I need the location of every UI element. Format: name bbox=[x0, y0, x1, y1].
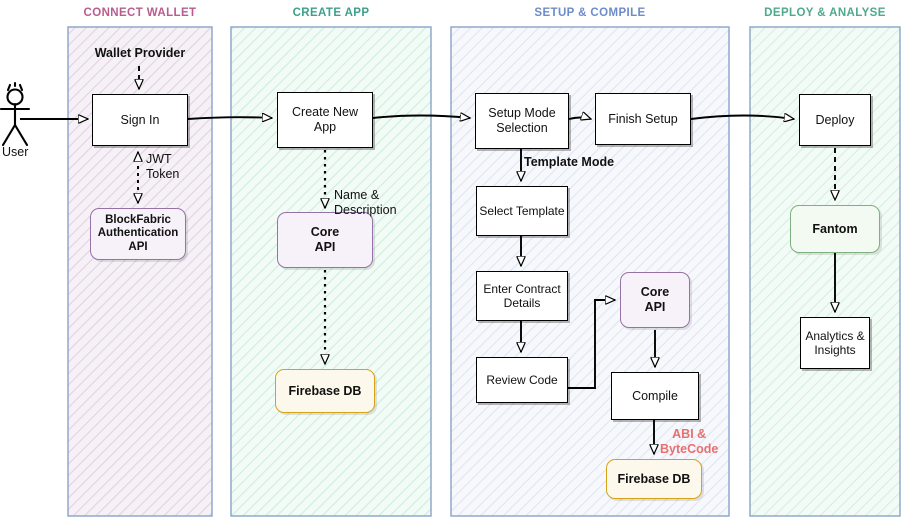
lane-title-create-app: CREATE APP bbox=[292, 7, 370, 19]
node-compile[interactable]: Compile bbox=[611, 372, 699, 420]
node-finish-setup[interactable]: Finish Setup bbox=[595, 93, 691, 145]
node-firebase-db-create-app[interactable]: Firebase DB bbox=[275, 369, 375, 413]
lane-title-deploy-analyse: DEPLOY & ANALYSE bbox=[764, 7, 886, 19]
node-review-code[interactable]: Review Code bbox=[476, 357, 568, 403]
node-deploy[interactable]: Deploy bbox=[799, 94, 871, 146]
edge-sign-in-to-create-new-app bbox=[187, 117, 272, 119]
edge-review-code-to-core-api bbox=[568, 300, 615, 389]
stick-figure-icon bbox=[0, 81, 31, 147]
node-firebase-db-compile[interactable]: Firebase DB bbox=[606, 459, 702, 499]
edge-setup-mode-to-finish-setup bbox=[568, 118, 591, 120]
node-core-api-create-app[interactable]: Core API bbox=[277, 212, 373, 268]
edge-label-template-mode: Template Mode bbox=[524, 155, 615, 169]
node-setup-mode-selection[interactable]: Setup Mode Selection bbox=[475, 93, 569, 149]
node-select-template[interactable]: Select Template bbox=[476, 186, 568, 236]
node-sign-in[interactable]: Sign In bbox=[92, 94, 188, 146]
node-enter-contract-details[interactable]: Enter Contract Details bbox=[476, 271, 568, 321]
lane-title-setup-compile: SETUP & COMPILE bbox=[534, 7, 646, 19]
node-wallet-provider: Wallet Provider bbox=[94, 46, 186, 60]
node-analytics-insights[interactable]: Analytics & Insights bbox=[800, 317, 870, 369]
node-core-api-compile[interactable]: Core API bbox=[620, 272, 690, 328]
edge-label-name-and-description: Name & Description bbox=[334, 188, 397, 217]
lane-title-connect-wallet: CONNECT WALLET bbox=[83, 7, 197, 19]
actor-label-user: User bbox=[2, 145, 29, 159]
node-create-new-app[interactable]: Create New App bbox=[277, 92, 373, 148]
edge-label-abi-and-bytecode: ABI & ByteCode bbox=[660, 427, 719, 456]
edge-label-jwt-token: JWT Token bbox=[146, 152, 180, 181]
node-fantom[interactable]: Fantom bbox=[790, 205, 880, 253]
node-blockfabric-authentication-api[interactable]: BlockFabric Authentication API bbox=[90, 208, 186, 260]
edge-finish-setup-to-deploy bbox=[690, 116, 794, 120]
edge-create-new-app-to-setup-mode bbox=[372, 116, 470, 119]
